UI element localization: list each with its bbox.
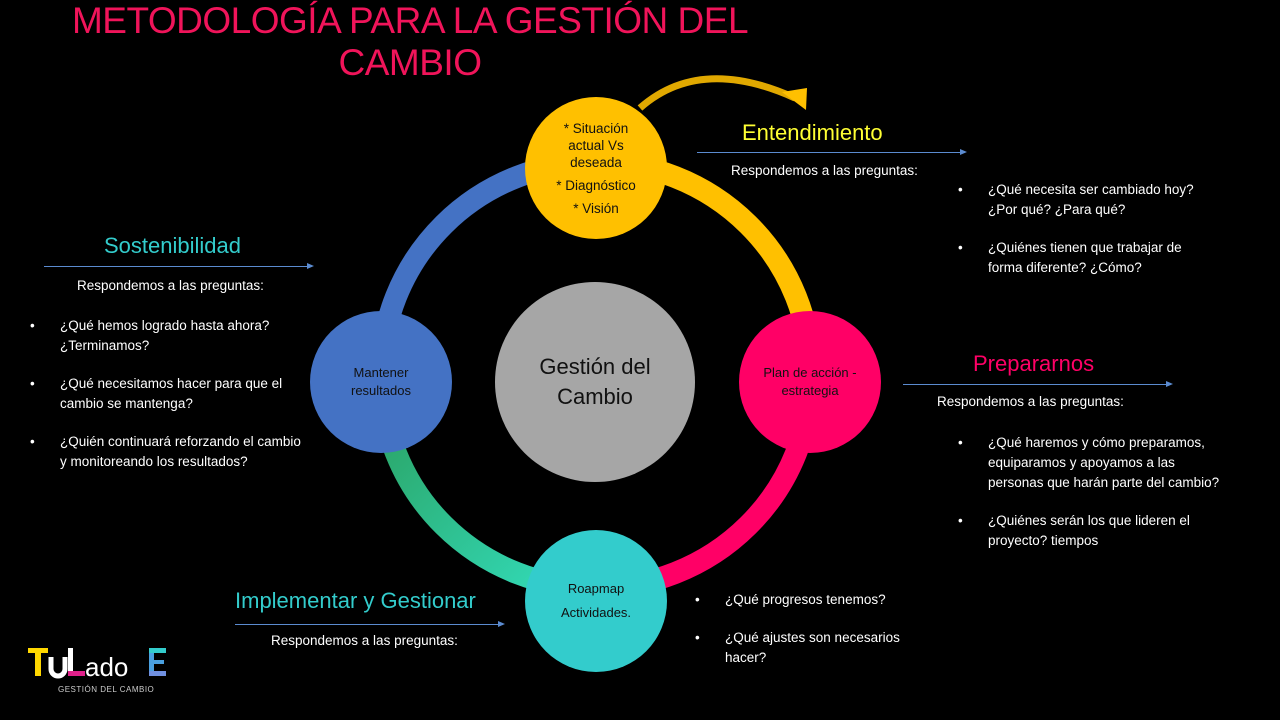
heading-entendimiento: Entendimiento xyxy=(742,120,883,145)
questions-list: ¿Qué hemos logrado hasta ahora? ¿Termina… xyxy=(30,316,305,490)
questions-list: ¿Qué haremos y cómo preparamos, equipara… xyxy=(958,433,1228,569)
node-implementar: Roapmap Actividades. xyxy=(525,530,667,672)
curved-arrow xyxy=(637,75,797,111)
list-item: ¿Quién continuará reforzando el cambio y… xyxy=(30,432,305,472)
logo-wordmark: ado xyxy=(28,648,166,682)
arrow-line xyxy=(697,149,967,155)
list-item: ¿Quiénes tienen que trabajar de forma di… xyxy=(958,238,1208,278)
list-item: ¿Qué haremos y cómo preparamos, equipara… xyxy=(958,433,1228,493)
node-text: Mantener resultados xyxy=(351,365,411,398)
svg-text:ado: ado xyxy=(85,652,128,680)
center-label: Cambio xyxy=(557,384,633,409)
logo: ado GESTIÓN DEL CAMBIO xyxy=(27,644,172,694)
questions-list: ¿Qué necesita ser cambiado hoy? ¿Por qué… xyxy=(958,180,1208,296)
center-label: Gestión del xyxy=(539,354,651,379)
center-circle: Gestión del Cambio xyxy=(495,282,695,482)
node-text: * Situación actual Vs deseada xyxy=(563,120,629,170)
subtitle: Respondemos a las preguntas: xyxy=(271,633,458,648)
list-item: ¿Qué hemos logrado hasta ahora? ¿Termina… xyxy=(30,316,305,356)
node-text: Actividades. xyxy=(560,605,632,620)
logo-tagline: GESTIÓN DEL CAMBIO xyxy=(58,685,155,694)
node-text: * Visión xyxy=(573,200,619,216)
subtitle: Respondemos a las preguntas: xyxy=(731,163,918,178)
heading-prepararnos: Prepararnos xyxy=(973,351,1095,376)
node-text: * Diagnóstico xyxy=(556,177,636,193)
list-item: ¿Qué necesita ser cambiado hoy? ¿Por qué… xyxy=(958,180,1208,220)
slide-title: METODOLOGÍA PARA LA GESTIÓN DEL CAMBIO xyxy=(71,0,749,83)
heading-implementar: Implementar y Gestionar xyxy=(235,588,476,613)
list-item: ¿Qué progresos tenemos? xyxy=(695,590,925,610)
list-item: ¿Quiénes serán los que lideren el proyec… xyxy=(958,511,1228,551)
arrow-line xyxy=(903,381,1173,387)
arrowhead xyxy=(782,88,807,110)
node-text: Roapmap xyxy=(567,581,625,596)
questions-list: ¿Qué progresos tenemos? ¿Qué ajustes son… xyxy=(695,590,925,686)
arrow-line xyxy=(235,621,505,627)
node-prepararnos: Plan de acción - estrategia xyxy=(739,311,881,453)
node-text: Plan de acción - estrategia xyxy=(763,365,857,398)
node-sostenibilidad: Mantener resultados xyxy=(310,311,452,453)
heading-sostenibilidad: Sostenibilidad xyxy=(104,233,241,258)
subtitle: Respondemos a las preguntas: xyxy=(77,278,264,293)
node-entendimiento: * Situación actual Vs deseada * Diagnóst… xyxy=(525,97,667,239)
list-item: ¿Qué necesitamos hacer para que el cambi… xyxy=(30,374,305,414)
list-item: ¿Qué ajustes son necesarios hacer? xyxy=(695,628,925,668)
arrow-line xyxy=(44,263,314,269)
subtitle: Respondemos a las preguntas: xyxy=(937,394,1124,409)
